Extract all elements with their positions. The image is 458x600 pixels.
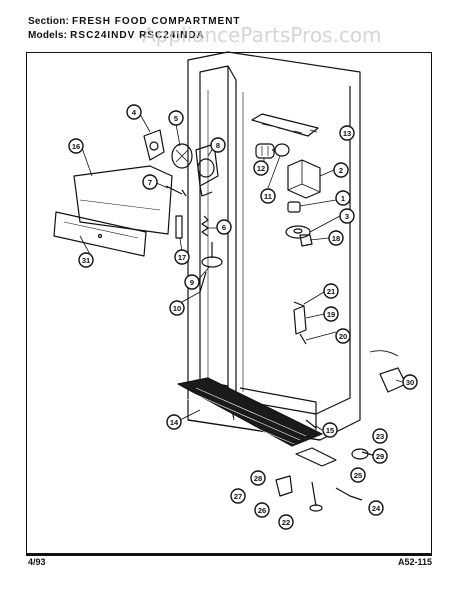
- callout-12: 12: [253, 160, 269, 176]
- part-leveler-assembly: [275, 447, 377, 512]
- callout-16: 16: [68, 138, 84, 154]
- part-hinge: [369, 350, 407, 393]
- svg-text:13: 13: [343, 129, 351, 138]
- callout-29: 29: [372, 448, 388, 464]
- model-value: RSC24INDV RSC24INDA: [70, 30, 205, 41]
- svg-text:18: 18: [332, 234, 340, 243]
- part-base-grille: [177, 377, 323, 447]
- svg-text:25: 25: [354, 471, 362, 480]
- svg-text:2: 2: [339, 166, 343, 175]
- svg-text:3: 3: [345, 212, 349, 221]
- svg-text:1: 1: [341, 194, 345, 203]
- model-label: Models:: [28, 30, 68, 41]
- callout-23a: 23: [372, 428, 388, 444]
- callout-21: 21: [323, 283, 339, 299]
- callout-24: 24: [368, 500, 384, 516]
- part-screw-15: [305, 419, 317, 429]
- section-value: FRESH FOOD COMPARTMENT: [72, 16, 241, 27]
- svg-text:31: 31: [82, 256, 90, 265]
- part-bracket-19: [293, 305, 307, 335]
- part-light-bulb: [272, 143, 290, 157]
- part-clip-17: [175, 215, 183, 239]
- svg-text:19: 19: [327, 310, 335, 319]
- callout-26: 26: [254, 502, 270, 518]
- callout-1: 1: [335, 190, 351, 206]
- callout-27: 27: [230, 488, 246, 504]
- callout-6: 6: [216, 219, 232, 235]
- part-knob: [285, 225, 311, 239]
- svg-text:22: 22: [282, 518, 290, 527]
- svg-text:4: 4: [132, 108, 137, 117]
- footer-date: 4/93: [28, 557, 46, 567]
- leader-lines: [79, 113, 403, 431]
- callout-18: 18: [328, 230, 344, 246]
- part-clip: [299, 234, 313, 247]
- callout-9: 9: [184, 274, 200, 290]
- part-fan-blade: [171, 143, 193, 169]
- svg-text:8: 8: [216, 141, 220, 150]
- section-header: Section: FRESH FOOD COMPARTMENT: [28, 16, 241, 27]
- model-header: Models: RSC24INDV RSC24INDA: [28, 30, 205, 41]
- part-screw-7: [165, 185, 187, 197]
- callout-30: 30: [402, 374, 418, 390]
- callout-31: 31: [78, 252, 94, 268]
- svg-text:30: 30: [406, 378, 414, 387]
- callout-3: 3: [339, 208, 355, 224]
- part-fan-bracket: [143, 129, 165, 161]
- part-damper: [201, 242, 223, 268]
- callout-20: 20: [335, 328, 351, 344]
- svg-text:21: 21: [327, 287, 335, 296]
- callout-22: 22: [278, 514, 294, 530]
- callout-14: 14: [166, 414, 182, 430]
- part-control-box: [287, 159, 321, 199]
- part-grille-panel: [73, 165, 173, 235]
- part-screw-21: [293, 301, 305, 307]
- callout-10: 10: [169, 300, 185, 316]
- svg-text:28: 28: [254, 474, 262, 483]
- part-screw-20: [299, 333, 307, 345]
- callout-25: 25: [350, 467, 366, 483]
- callout-2: 2: [333, 162, 349, 178]
- svg-text:7: 7: [148, 178, 152, 187]
- svg-text:27: 27: [234, 492, 242, 501]
- svg-text:16: 16: [72, 142, 80, 151]
- svg-text:9: 9: [190, 278, 194, 287]
- callout-4: 4: [126, 104, 142, 120]
- svg-text:15: 15: [326, 426, 334, 435]
- callout-19: 19: [323, 306, 339, 322]
- callout-5: 5: [168, 110, 184, 126]
- part-switch: [287, 201, 301, 213]
- svg-text:29: 29: [376, 452, 384, 461]
- callout-13: 13: [339, 125, 355, 141]
- part-lower-panel: [53, 211, 147, 257]
- part-pin: [199, 271, 207, 293]
- svg-text:17: 17: [178, 253, 186, 262]
- watermark: AppliancePartsPros.com: [142, 23, 382, 47]
- part-bracket-strip: [251, 113, 319, 137]
- svg-text:14: 14: [170, 418, 179, 427]
- part-spring: [201, 215, 209, 237]
- callout-28: 28: [250, 470, 266, 486]
- svg-text:26: 26: [258, 506, 266, 515]
- part-light-socket: [255, 143, 275, 159]
- callout-15: 15: [322, 422, 338, 438]
- svg-text:11: 11: [264, 192, 272, 201]
- svg-text:12: 12: [257, 164, 265, 173]
- callout-11: 11: [260, 188, 276, 204]
- footer-code: A52-115: [397, 557, 432, 567]
- svg-text:5: 5: [174, 114, 178, 123]
- callout-8: 8: [210, 137, 226, 153]
- svg-text:24: 24: [372, 504, 381, 513]
- part-fan-motor: [195, 143, 219, 197]
- callout-7: 7: [142, 174, 158, 190]
- svg-text:20: 20: [339, 332, 347, 341]
- svg-text:6: 6: [222, 223, 226, 232]
- section-label: Section:: [28, 16, 70, 27]
- callout-17: 17: [174, 249, 190, 265]
- callout-labels: 4 5 6 7 8 9 10 13 12 2 11 1 3 18 16 31 1…: [68, 104, 418, 530]
- svg-text:23: 23: [376, 432, 384, 441]
- svg-text:10: 10: [173, 304, 181, 313]
- footer-rule: [26, 554, 432, 556]
